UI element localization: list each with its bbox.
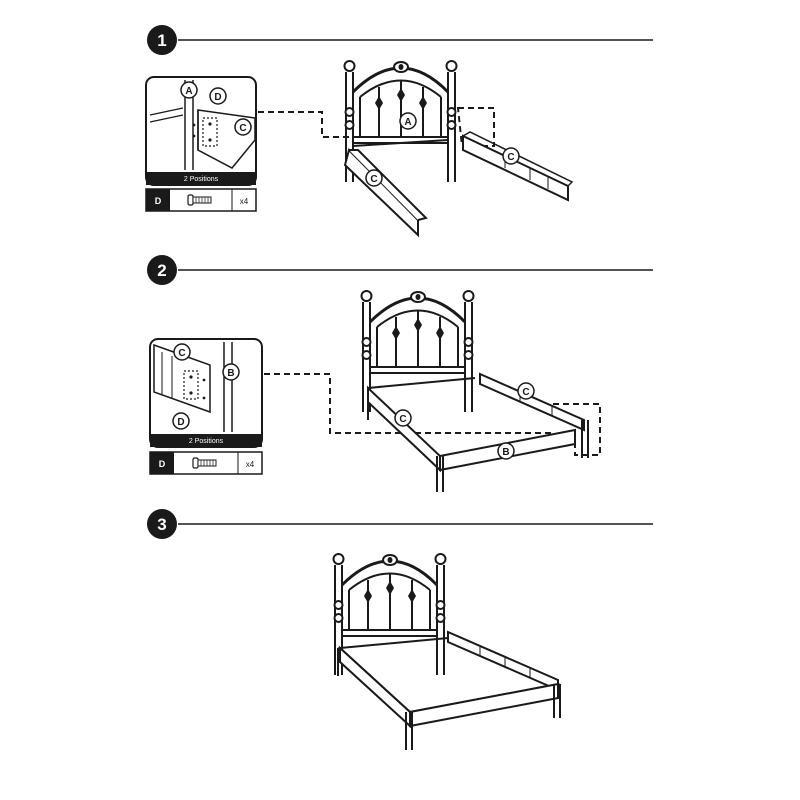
step-1-detail-panel: A D C 2 Positions bbox=[145, 76, 257, 186]
svg-text:C: C bbox=[507, 152, 514, 163]
callout-line bbox=[258, 111, 358, 138]
detail-label-screw: D bbox=[209, 87, 227, 105]
detail-label-footboard: B bbox=[222, 363, 240, 381]
svg-text:A: A bbox=[404, 117, 411, 128]
step-1-illustration: A C C bbox=[343, 59, 574, 238]
part-id: D bbox=[159, 459, 166, 469]
step-1-badge: 1 bbox=[147, 25, 177, 55]
main-label-right-rail: C bbox=[502, 147, 520, 165]
step-2-part-box: D x4 bbox=[149, 451, 263, 475]
step-3-illustration bbox=[332, 552, 562, 750]
step-1-part-box: D x4 bbox=[145, 188, 257, 212]
part-id: D bbox=[155, 196, 162, 206]
callout-line bbox=[264, 373, 553, 434]
detail-caption: 2 Positions bbox=[189, 438, 224, 445]
step-2-number: 2 bbox=[157, 261, 166, 280]
main-label-left-rail: C bbox=[394, 409, 412, 427]
svg-text:C: C bbox=[239, 123, 246, 134]
callout-box bbox=[553, 403, 601, 456]
step-2-detail-panel: C B D 2 Positions bbox=[149, 338, 263, 448]
svg-text:C: C bbox=[399, 414, 406, 425]
callout-box bbox=[456, 107, 495, 147]
svg-text:C: C bbox=[522, 387, 529, 398]
svg-text:D: D bbox=[214, 92, 221, 103]
step-3: 3 bbox=[147, 509, 653, 750]
main-label-right-rail: C bbox=[517, 382, 535, 400]
main-label-left-rail: C bbox=[365, 169, 383, 187]
detail-caption: 2 Positions bbox=[184, 176, 219, 183]
svg-text:B: B bbox=[502, 447, 509, 458]
detail-label-screw: D bbox=[172, 412, 190, 430]
part-qty: x4 bbox=[240, 197, 249, 206]
svg-text:B: B bbox=[227, 368, 234, 379]
step-1: 1 A D C bbox=[145, 25, 653, 238]
step-3-number: 3 bbox=[157, 515, 166, 534]
detail-label-headboard: A bbox=[180, 81, 198, 99]
svg-text:A: A bbox=[185, 86, 192, 97]
step-2-badge: 2 bbox=[147, 255, 177, 285]
screw-icon bbox=[192, 457, 217, 469]
detail-label-rail: C bbox=[173, 343, 191, 361]
part-qty: x4 bbox=[246, 460, 255, 469]
svg-text:C: C bbox=[178, 348, 185, 359]
step-1-number: 1 bbox=[157, 31, 166, 50]
step-2-illustration: C C B bbox=[360, 289, 589, 492]
main-label-footboard: B bbox=[497, 442, 515, 460]
step-3-badge: 3 bbox=[147, 509, 177, 539]
main-label-headboard: A bbox=[399, 112, 417, 130]
svg-text:D: D bbox=[177, 417, 184, 428]
detail-label-rail: C bbox=[234, 118, 252, 136]
svg-text:C: C bbox=[370, 174, 377, 185]
step-2: 2 C B D bbox=[147, 255, 653, 492]
screw-icon bbox=[187, 194, 212, 206]
